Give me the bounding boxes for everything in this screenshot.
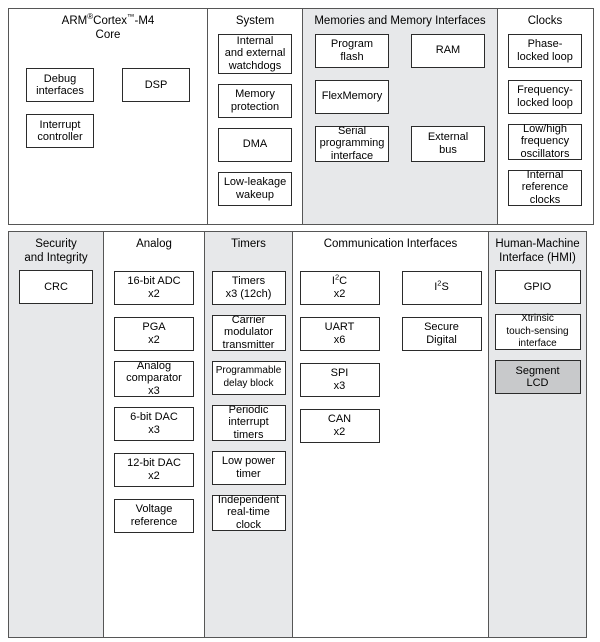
panel-title-communication-interfaces: Communication Interfaces (323, 238, 458, 250)
panel-title-system: System (235, 15, 275, 27)
panel-security-and-integrity: Security and Integrity CRC (8, 231, 104, 638)
arm-core-column-1: Debug interfaces Interrupt controller (26, 68, 94, 148)
block-can[interactable]: CAN x2 (299, 408, 380, 443)
system-blocks: Internal and external watchdogs Memory p… (208, 33, 303, 206)
arm-core-blocks: Debug interfaces Interrupt controller DS… (9, 68, 207, 148)
panel-title-clocks: Clocks (527, 15, 563, 27)
panel-system: System Internal and external watchdogs M… (206, 8, 304, 225)
block-timers[interactable]: Timers x3 (12ch) (211, 270, 286, 305)
arm-core-title-text: ARM (61, 15, 88, 27)
block-external-bus[interactable]: External bus (411, 125, 485, 162)
memories-column-1: Program flash FlexMemory Serial programm… (315, 33, 389, 162)
arm-core-column-2: DSP (122, 68, 190, 148)
security-column-1: CRC (19, 270, 93, 304)
panel-analog: Analog 16-bit ADC x2 PGA x2 Analog compa… (102, 231, 206, 638)
block-debug-interfaces[interactable]: Debug interfaces (26, 68, 94, 102)
block-frequency-locked-loop[interactable]: Frequency- locked loop (508, 79, 582, 114)
block-gpio[interactable]: GPIO (494, 270, 581, 304)
block-6-bit-dac[interactable]: 6-bit DAC x3 (114, 406, 194, 441)
hmi-blocks: GPIO Xtrinsic touch-sensing interface Se… (489, 270, 586, 394)
block-programmable-delay-block[interactable]: Programmable delay block (211, 360, 286, 395)
arm-core-title-core: Core (95, 28, 121, 41)
i2c-superscript: 2 (334, 272, 340, 282)
arm-core-title-cortex: Cortex (93, 15, 128, 27)
hmi-column-1: GPIO Xtrinsic touch-sensing interface Se… (494, 270, 581, 394)
system-column-1: Internal and external watchdogs Memory p… (218, 33, 292, 206)
analog-column-1: 16-bit ADC x2 PGA x2 Analog comparator x… (114, 270, 194, 533)
block-ram[interactable]: RAM (411, 33, 485, 68)
i2s-superscript: 2 (437, 278, 442, 288)
panel-title-security-and-integrity: Security and Integrity (24, 238, 88, 264)
block-dma[interactable]: DMA (218, 127, 292, 162)
block-internal-external-watchdogs[interactable]: Internal and external watchdogs (218, 33, 292, 74)
analog-blocks: 16-bit ADC x2 PGA x2 Analog comparator x… (104, 270, 205, 533)
block-spi[interactable]: SPI x3 (299, 362, 380, 397)
timers-column-1: Timers x3 (12ch) Carrier modulator trans… (211, 270, 286, 531)
block-voltage-reference[interactable]: Voltage reference (114, 498, 194, 533)
block-uart[interactable]: UART x6 (299, 316, 380, 351)
panel-title-analog: Analog (136, 238, 172, 250)
block-phase-locked-loop[interactable]: Phase- locked loop (508, 33, 582, 68)
diagram-row-bottom: Security and Integrity CRC Analog 16-bit… (8, 231, 590, 638)
panel-title-hmi: Human-Machine Interface (HMI) (495, 238, 580, 264)
clocks-column-1: Phase- locked loop Frequency- locked loo… (508, 33, 582, 206)
clocks-blocks: Phase- locked loop Frequency- locked loo… (498, 33, 593, 206)
block-secure-digital[interactable]: Secure Digital (401, 316, 482, 351)
block-internal-reference-clocks[interactable]: Internal reference clocks (508, 169, 582, 206)
block-12-bit-dac[interactable]: 12-bit DAC x2 (114, 452, 194, 487)
trademark-mark: ™ (127, 12, 135, 22)
timers-blocks: Timers x3 (12ch) Carrier modulator trans… (205, 270, 292, 531)
block-segment-lcd[interactable]: Segment LCD (494, 360, 581, 394)
block-low-high-frequency-oscillators[interactable]: Low/high frequency oscillators (508, 123, 582, 160)
block-pga[interactable]: PGA x2 (114, 316, 194, 351)
communication-column-2: I2S Secure Digital (401, 270, 482, 443)
block-i2s[interactable]: I2S (401, 270, 482, 305)
block-crc[interactable]: CRC (19, 270, 93, 304)
panel-clocks: Clocks Phase- locked loop Frequency- loc… (496, 8, 594, 225)
panel-timers: Timers Timers x3 (12ch) Carrier modulato… (204, 231, 293, 638)
block-independent-real-time-clock[interactable]: Independent real-time clock (211, 494, 286, 531)
block-low-leakage-wakeup[interactable]: Low-leakage wakeup (218, 171, 292, 206)
block-flexmemory[interactable]: FlexMemory (315, 79, 389, 114)
memories-column-2: RAM External bus (411, 33, 485, 162)
block-periodic-interrupt-timers[interactable]: Periodic interrupt timers (211, 404, 286, 441)
panel-title-memories: Memories and Memory Interfaces (314, 15, 486, 27)
panel-title-timers: Timers (231, 238, 266, 250)
arm-core-title-m4: -M4 (134, 15, 155, 27)
block-dsp[interactable]: DSP (122, 68, 190, 102)
memories-blocks: Program flash FlexMemory Serial programm… (303, 33, 497, 162)
security-blocks: CRC (9, 270, 103, 304)
i2s-label: I2S (434, 278, 449, 294)
registered-mark: ® (87, 12, 94, 22)
block-memory-protection[interactable]: Memory protection (218, 83, 292, 118)
block-low-power-timer[interactable]: Low power timer (211, 450, 286, 485)
block-analog-comparator[interactable]: Analog comparator x3 (114, 360, 194, 397)
block-16-bit-adc[interactable]: 16-bit ADC x2 (114, 270, 194, 305)
panel-human-machine-interface: Human-Machine Interface (HMI) GPIO Xtrin… (488, 231, 587, 638)
block-interrupt-controller[interactable]: Interrupt controller (26, 114, 94, 148)
panel-memories-and-memory-interfaces: Memories and Memory Interfaces Program f… (302, 8, 498, 225)
block-carrier-modulator-transmitter[interactable]: Carrier modulator transmitter (211, 314, 286, 351)
block-xtrinsic-touch-sensing-interface[interactable]: Xtrinsic touch-sensing interface (494, 313, 581, 350)
block-serial-programming-interface[interactable]: Serial programming interface (315, 125, 389, 162)
block-program-flash[interactable]: Program flash (315, 33, 389, 68)
